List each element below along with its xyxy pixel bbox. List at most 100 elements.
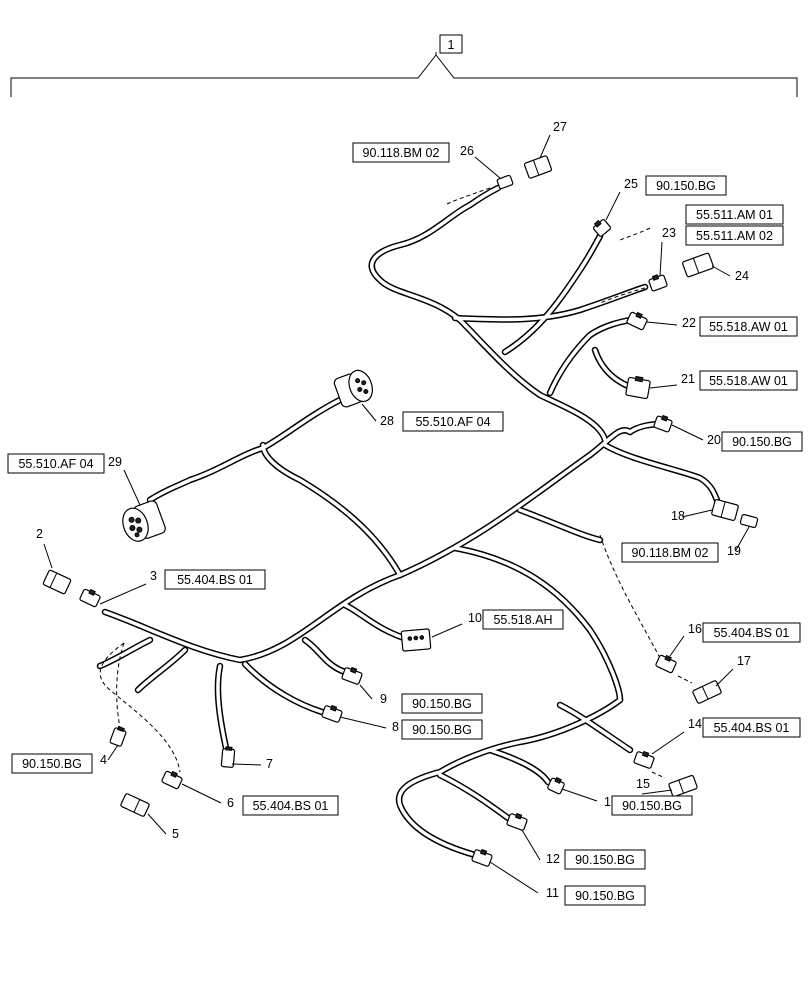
reference-box: [685, 225, 784, 246]
reference-box: [621, 542, 719, 563]
callout-number: 27: [553, 120, 567, 134]
connectors: [42, 155, 759, 867]
callout-number: 14: [688, 717, 702, 731]
reference-box: [611, 795, 693, 816]
callout-15: 15: [636, 777, 673, 795]
reference-code[interactable]: 90.150.BG: [732, 435, 792, 449]
reference-box: [721, 431, 803, 452]
callout-number: 8: [392, 720, 399, 734]
callout-leader: [669, 635, 685, 657]
reference-box: [401, 719, 483, 740]
reference-code[interactable]: 90.150.BG: [412, 697, 472, 711]
callout-leader: [539, 134, 551, 159]
reference-code[interactable]: 55.404.BS 01: [177, 573, 253, 587]
reference-code[interactable]: 90.118.BM 02: [363, 146, 440, 160]
connector-12: [506, 812, 528, 831]
connector-5: [120, 793, 150, 817]
reference-box: [164, 569, 266, 590]
round-connector-28: [333, 369, 373, 408]
connector-2: [42, 569, 72, 595]
callout-leader: [147, 813, 167, 835]
callout-leader: [231, 763, 262, 766]
reference-code[interactable]: 55.510.AF 04: [18, 457, 93, 471]
callout-number: 25: [624, 177, 638, 191]
callout-28: 28 55.510.AF 04: [361, 403, 504, 432]
reference-box: [7, 453, 105, 474]
connector-10: [400, 628, 432, 652]
callout-16: 16 55.404.BS 01: [669, 622, 801, 657]
callout-leader: [715, 668, 734, 687]
reference-code[interactable]: 55.404.BS 01: [714, 721, 790, 735]
reference-code[interactable]: 90.118.BM 02: [632, 546, 709, 560]
callout-leader: [181, 783, 222, 804]
callout-leader: [671, 424, 704, 441]
reference-code[interactable]: 55.511.AM 01: [696, 208, 773, 222]
callout-leader: [361, 403, 377, 422]
callout-10: 10 55.518.AH: [431, 609, 564, 638]
reference-code[interactable]: 90.150.BG: [22, 757, 82, 771]
callout-number: 29: [108, 455, 122, 469]
reference-code[interactable]: 55.518.AH: [493, 613, 552, 627]
callout-number: 26: [460, 144, 474, 158]
reference-code[interactable]: 55.518.AW 01: [709, 374, 788, 388]
callout-number: 28: [380, 414, 394, 428]
callout-number: 16: [688, 622, 702, 636]
callout-leader: [43, 543, 53, 569]
round-connector-29: [122, 500, 166, 542]
reference-code[interactable]: 90.150.BG: [622, 799, 682, 813]
reference-code[interactable]: 55.510.AF 04: [415, 415, 490, 429]
reference-code[interactable]: 90.150.BG: [575, 889, 635, 903]
connector-19: [739, 513, 759, 529]
callout-leader: [489, 861, 539, 894]
callout-27: 27: [539, 120, 567, 159]
dashed-links: [99, 187, 693, 779]
reference-box: [699, 316, 798, 337]
callout-leader: [641, 789, 673, 795]
connector-22: [626, 311, 648, 331]
callout-22: 22 55.518.AW 01: [646, 316, 798, 337]
reference-box: [242, 795, 339, 816]
callout-leader: [681, 509, 713, 518]
connector-17: [692, 680, 722, 704]
callout-leader: [99, 583, 147, 605]
callout-23: 23 55.511.AM 01 55.511.AM 02: [659, 204, 784, 277]
reference-box: [11, 753, 93, 774]
connector-4: [109, 725, 127, 747]
callout-18: 18: [671, 509, 713, 523]
connector-21: [625, 375, 651, 400]
callout-number: 7: [266, 757, 273, 771]
callout-19: 19 90.118.BM 02: [621, 526, 750, 563]
reference-code[interactable]: 90.150.BG: [575, 853, 635, 867]
connector-9: [341, 666, 363, 685]
callout-leader: [521, 829, 541, 861]
callout-number: 12: [546, 852, 560, 866]
reference-code[interactable]: 55.511.AM 02: [696, 229, 773, 243]
reference-code[interactable]: 55.404.BS 01: [714, 626, 790, 640]
connector-14: [633, 750, 655, 769]
callout-number: 10: [468, 611, 482, 625]
reference-code[interactable]: 55.404.BS 01: [253, 799, 329, 813]
connector-25: [592, 219, 612, 237]
callout-leader: [359, 684, 373, 700]
callout-leader: [651, 731, 685, 755]
connector-15: [668, 774, 698, 798]
callout-number: 19: [727, 544, 741, 558]
reference-code[interactable]: 55.518.AW 01: [709, 320, 788, 334]
callout-number: 22: [682, 316, 696, 330]
reference-code[interactable]: 90.150.BG: [412, 723, 472, 737]
connector-11: [471, 848, 493, 867]
callout-leader: [735, 526, 750, 551]
reference-box: [401, 693, 483, 714]
reference-code[interactable]: 90.150.BG: [656, 179, 716, 193]
connector-18: [711, 499, 739, 521]
callout-number: 3: [150, 569, 157, 583]
callout-number: 15: [636, 777, 650, 791]
connector-26: [496, 174, 514, 190]
connector-27: [523, 155, 553, 179]
callout-number: 23: [662, 226, 676, 240]
assembly-number: 1: [448, 38, 455, 52]
